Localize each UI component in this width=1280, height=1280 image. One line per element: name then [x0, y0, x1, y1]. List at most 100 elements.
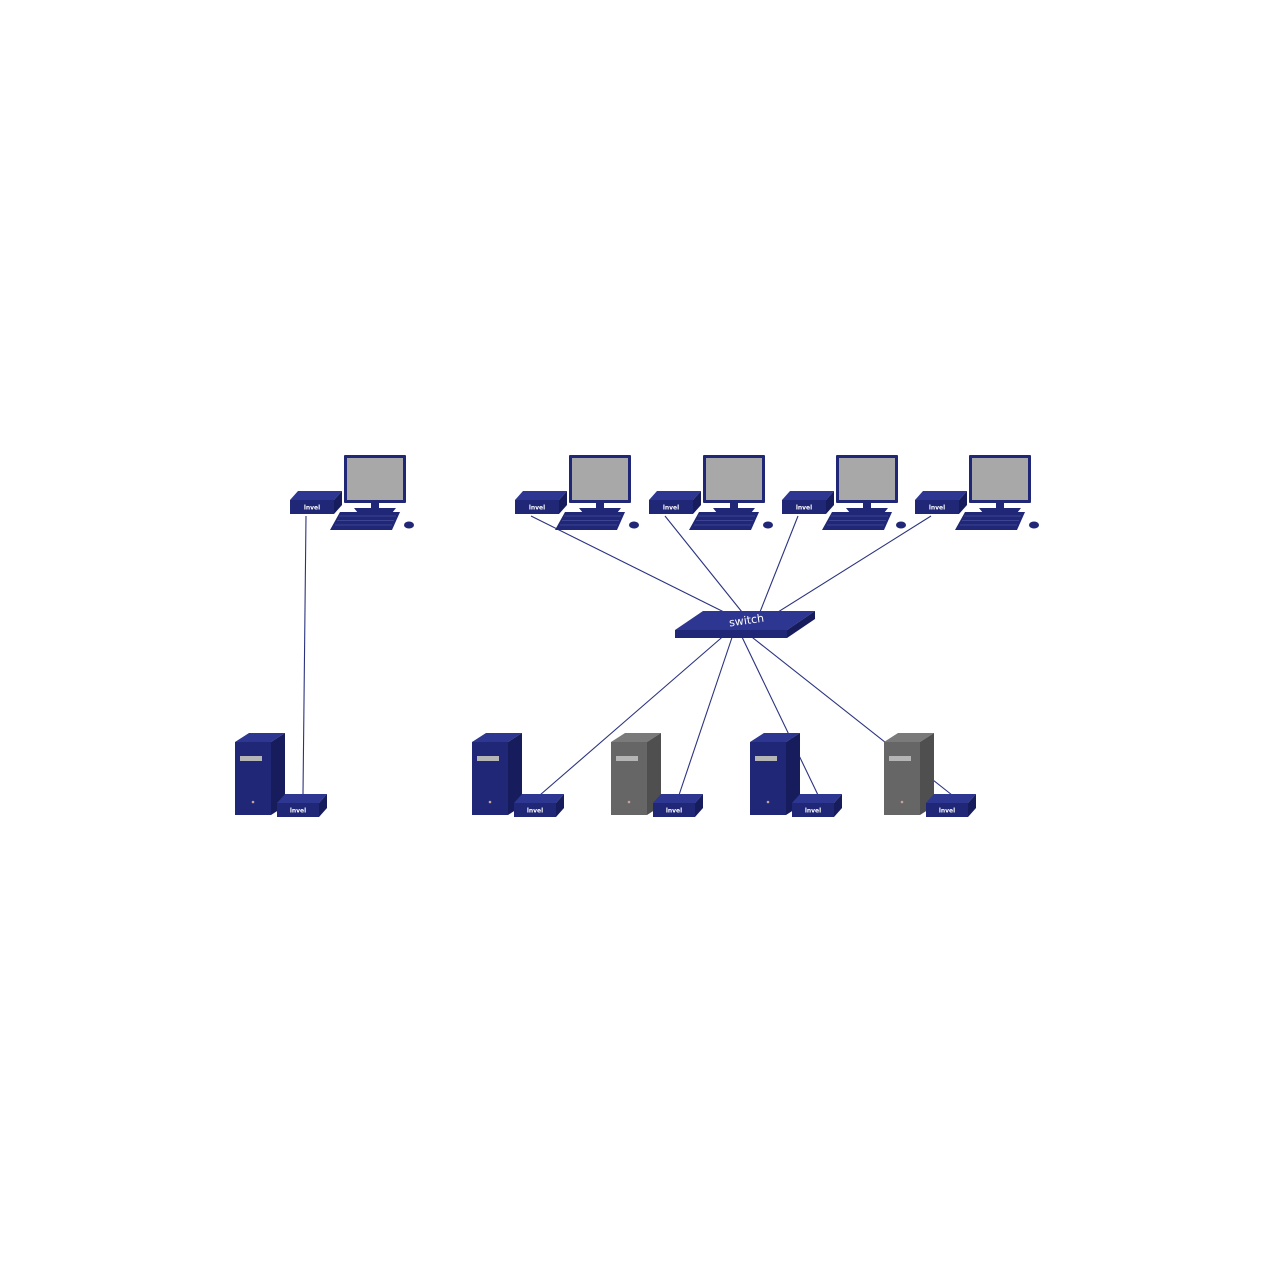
tower-drive-bay	[616, 756, 638, 761]
link-ws-2-switch	[530, 515, 745, 623]
monitor-icon	[703, 455, 765, 513]
switch-front-face	[675, 630, 787, 638]
kvm-front-face	[915, 500, 959, 514]
workstation-4: lnvel	[782, 455, 906, 530]
keyboard-body	[330, 512, 400, 530]
monitor-screen	[706, 458, 762, 500]
monitor-icon	[969, 455, 1031, 513]
kvm-side-face	[556, 794, 564, 817]
kvm-top-face	[926, 794, 976, 803]
tower-front	[611, 742, 647, 815]
workstation-5: lnvel	[915, 455, 1039, 530]
tower-top	[611, 733, 661, 742]
kvm-side-face	[968, 794, 976, 817]
monitor-stand	[979, 508, 1021, 513]
kvm-top-face	[649, 491, 701, 500]
computer-kvm-extender: lnvel	[277, 794, 327, 817]
keyboard-body	[689, 512, 759, 530]
kvm-top-face	[277, 794, 327, 803]
workstation-1: lnvel	[290, 455, 414, 530]
kvm-top-face	[782, 491, 834, 500]
monitor-screen	[347, 458, 403, 500]
kvm-side-face	[834, 794, 842, 817]
tower-top	[884, 733, 934, 742]
kvm-front-face	[277, 803, 319, 817]
switch-label: switch	[728, 612, 765, 630]
kvm-brand-label: lnvel	[666, 808, 682, 815]
kvm-top-face	[514, 794, 564, 803]
kvm-top-face	[915, 491, 967, 500]
tower-drive-bay	[477, 756, 499, 761]
kvm-brand-label: lnvel	[304, 505, 320, 512]
mouse-icon	[404, 521, 414, 529]
monitor-icon	[344, 455, 406, 513]
link-ws-4-switch	[755, 515, 799, 623]
monitor-icon	[836, 455, 898, 513]
network-switch: switch	[675, 611, 815, 638]
monitor-neck	[596, 503, 604, 508]
monitor-stand	[579, 508, 621, 513]
kvm-brand-label: lnvel	[929, 505, 945, 512]
kvm-side-face	[319, 794, 327, 817]
kvm-side-face	[559, 491, 567, 514]
tower-side	[786, 733, 800, 815]
tower-side	[920, 733, 934, 815]
tower-drive-bay	[240, 756, 262, 761]
tower-top	[472, 733, 522, 742]
monitor-neck	[730, 503, 738, 508]
tower-side	[647, 733, 661, 815]
computer-tower-icon	[611, 733, 661, 815]
link-switch-pc-3	[678, 635, 734, 796]
monitor-stand	[713, 508, 755, 513]
computer-tower-icon	[750, 733, 800, 815]
kvm-side-face	[334, 491, 342, 514]
kvm-side-face	[826, 491, 834, 514]
mouse-icon	[896, 521, 906, 529]
kvm-front-face	[514, 803, 556, 817]
tower-front	[472, 742, 508, 815]
tower-drive-bay	[755, 756, 777, 761]
keyboard-icon	[555, 512, 625, 530]
keyboard-icon	[330, 512, 400, 530]
monitor-screen	[572, 458, 628, 500]
kvm-front-face	[649, 500, 693, 514]
workstation-3: lnvel	[649, 455, 773, 530]
computer-tower-icon	[472, 733, 522, 815]
mouse-icon	[1029, 521, 1039, 529]
keyboard-body	[555, 512, 625, 530]
switch-side-face	[787, 611, 815, 638]
link-ws-3-switch	[664, 515, 751, 623]
computer-1: lnvel	[235, 733, 327, 817]
computer-tower-icon	[235, 733, 285, 815]
mouse-icon	[763, 521, 773, 529]
monitor-neck	[863, 503, 871, 508]
kvm-side-face	[695, 794, 703, 817]
computer-kvm-extender: lnvel	[926, 794, 976, 817]
tower-top	[235, 733, 285, 742]
kvm-brand-label: lnvel	[663, 505, 679, 512]
workstation-kvm-extender: lnvel	[915, 491, 967, 514]
monitor-neck	[996, 503, 1004, 508]
kvm-brand-label: lnvel	[529, 505, 545, 512]
keyboard-icon	[822, 512, 892, 530]
tower-front	[750, 742, 786, 815]
tower-power-led	[488, 800, 492, 804]
kvm-side-face	[693, 491, 701, 514]
tower-front	[235, 742, 271, 815]
computer-2: lnvel	[472, 733, 564, 817]
kvm-brand-label: lnvel	[290, 808, 306, 815]
computer-kvm-extender: lnvel	[792, 794, 842, 817]
switch-top-face	[675, 611, 815, 630]
link-switch-pc-2	[539, 635, 724, 796]
kvm-front-face	[792, 803, 834, 817]
link-ws-5-switch	[761, 515, 932, 623]
kvm-front-face	[782, 500, 826, 514]
tower-power-led	[251, 800, 255, 804]
kvm-side-face	[959, 491, 967, 514]
workstation-kvm-extender: lnvel	[290, 491, 342, 514]
kvm-brand-label: lnvel	[939, 808, 955, 815]
keyboard-icon	[689, 512, 759, 530]
keyboard-body	[822, 512, 892, 530]
kvm-brand-label: lnvel	[796, 505, 812, 512]
